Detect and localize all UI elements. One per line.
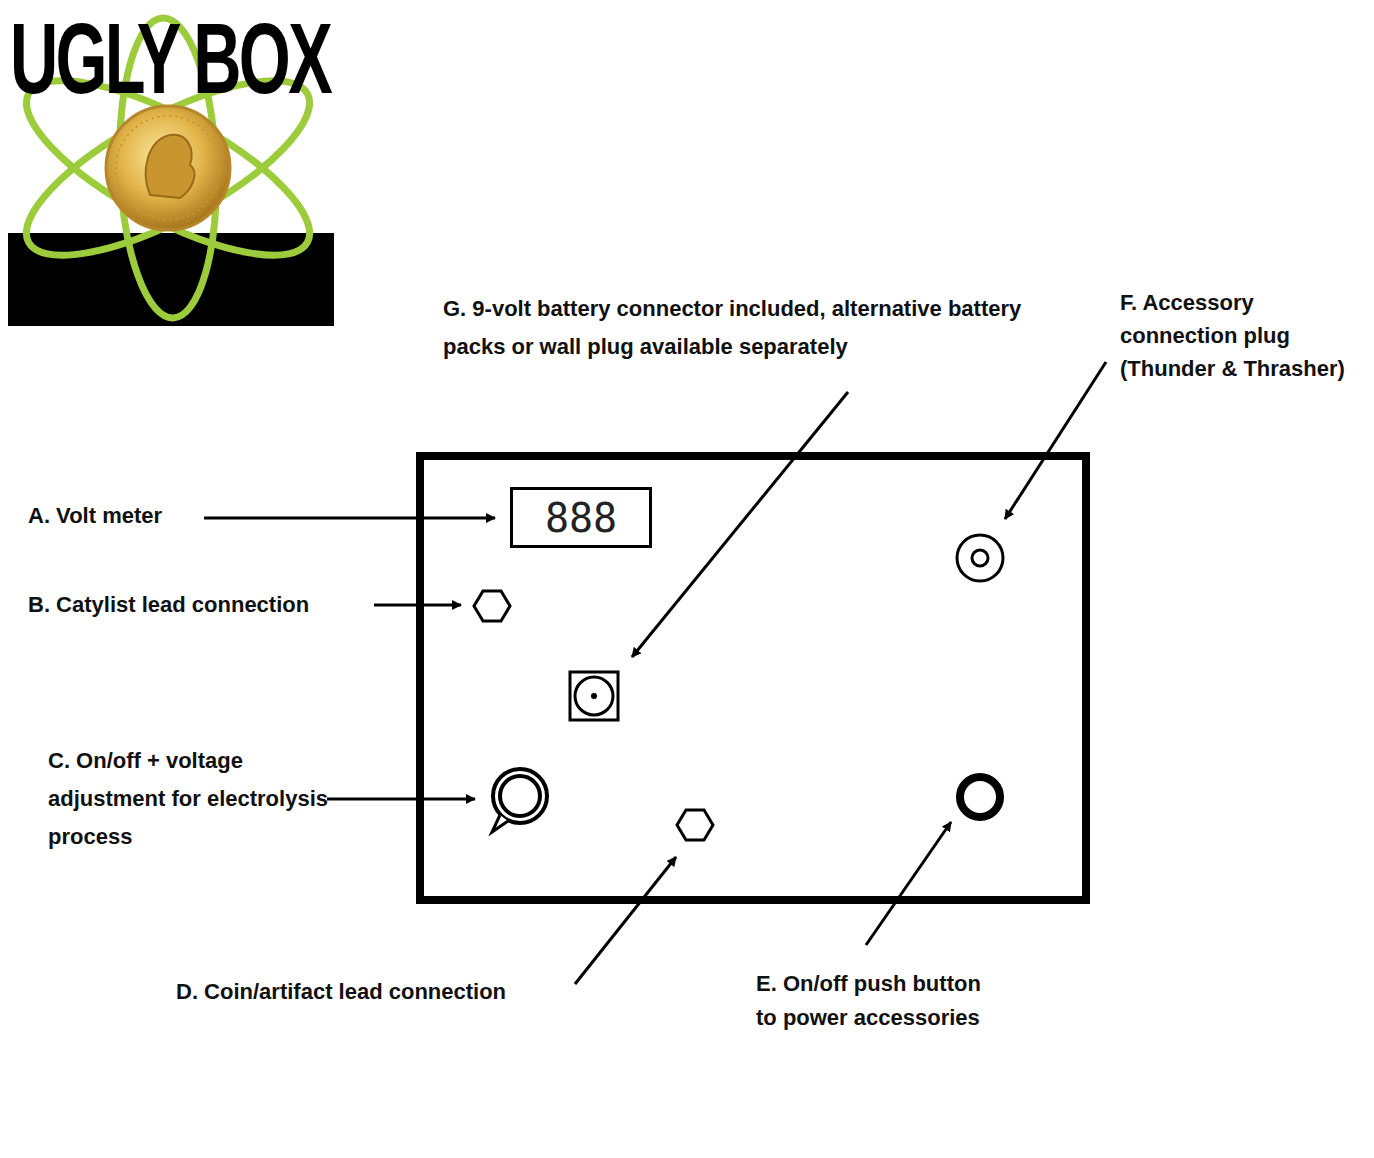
callout-label: F. Accessory connection plug (Thunder & …: [1120, 286, 1368, 385]
meter-digits: 888: [545, 498, 617, 538]
catalyst-terminal: [474, 591, 510, 621]
callout-label: D. Coin/artifact lead connection: [176, 974, 576, 1010]
push-button: [960, 777, 1000, 817]
coin-terminal: [677, 810, 713, 840]
accessory-plug: [957, 535, 1003, 581]
voltage-knob: [492, 769, 547, 832]
logo-title: UGLY BOX: [10, 8, 330, 108]
battery-connector: [570, 672, 618, 720]
logo-bar: [8, 233, 334, 326]
callout-label: E. On/off push button to power accessori…: [756, 967, 1006, 1035]
volt-meter-display: 888: [510, 487, 652, 548]
callout-label: G. 9-volt battery connector included, al…: [443, 290, 1053, 366]
leader-lines: [204, 362, 1106, 984]
callout-label: A. Volt meter: [28, 498, 203, 534]
callout-label: B. Catylist lead connection: [28, 587, 373, 623]
callout-label: C. On/off + voltage adjustment for elect…: [48, 742, 328, 856]
device-housing: [420, 456, 1086, 900]
gold-coin: [106, 106, 230, 230]
